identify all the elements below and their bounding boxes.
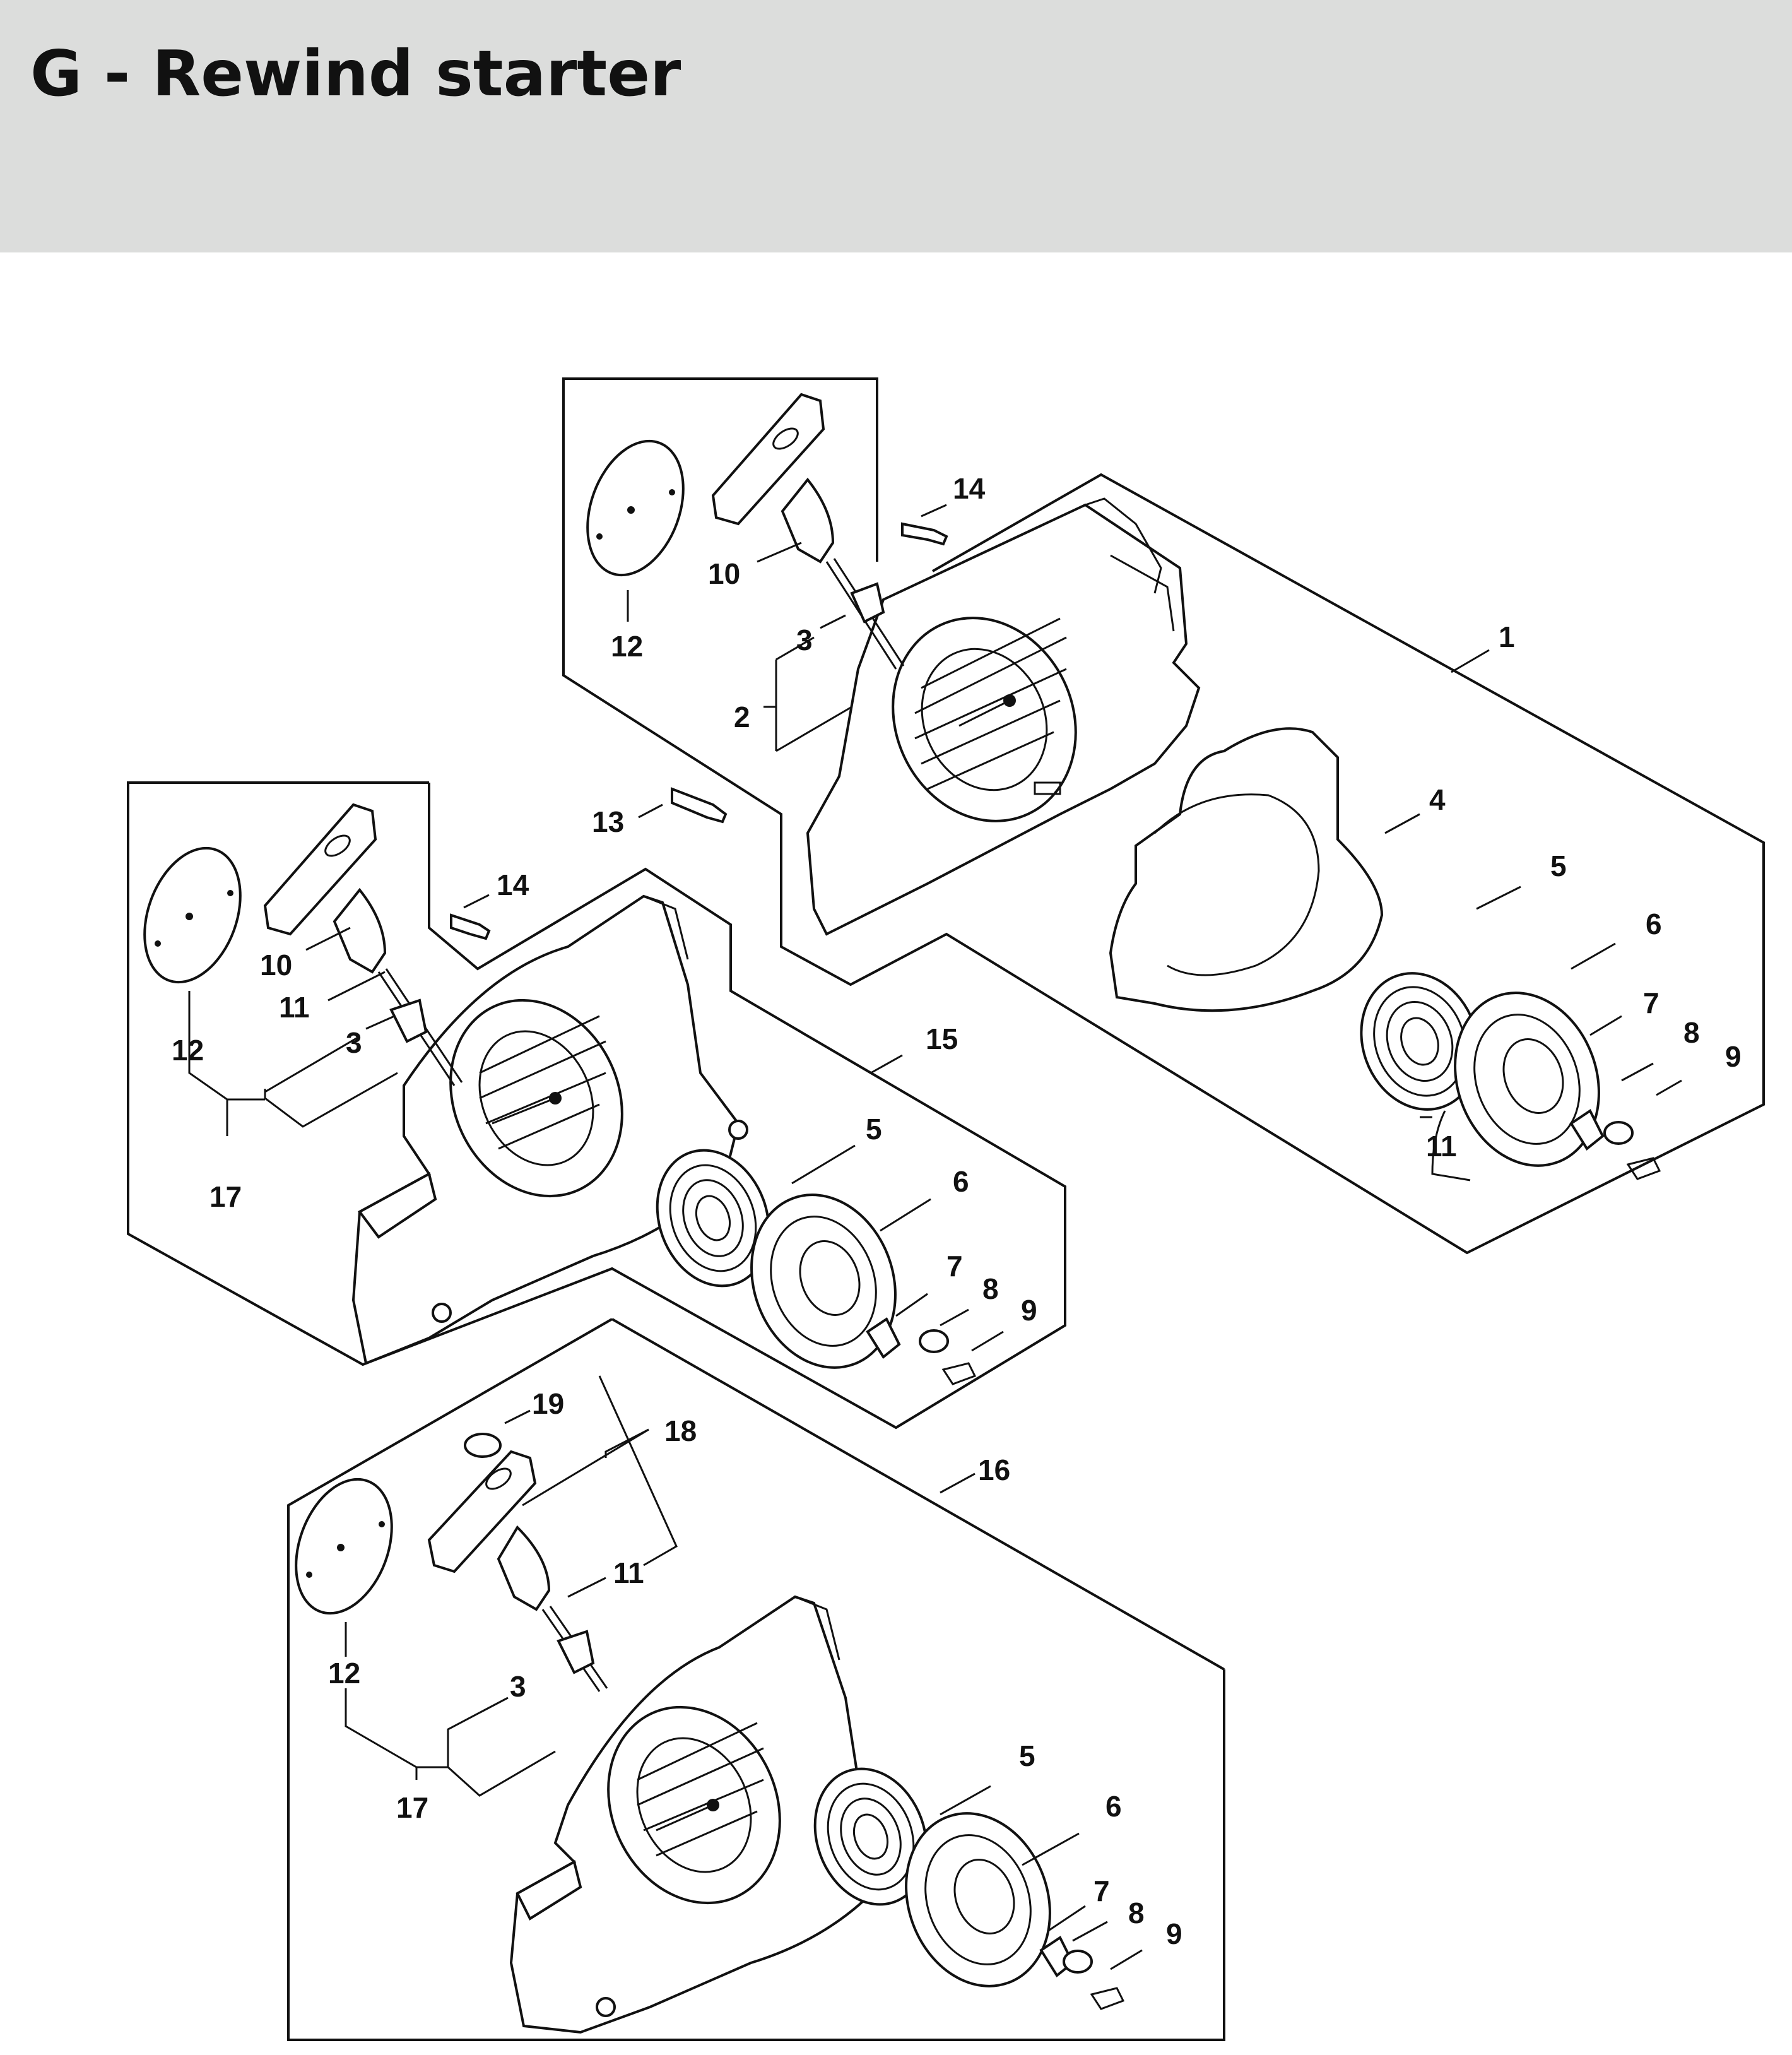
callout-bottom-16: 16 — [978, 1454, 1010, 1486]
bottom-rope-rotor-part6 — [905, 1812, 1051, 1987]
middle-cover-plate — [143, 846, 242, 984]
assembly-top-frame — [562, 377, 1765, 1255]
callout-top-11: 11 — [1426, 1130, 1457, 1163]
middle-washer-part8 — [919, 1329, 949, 1353]
middle-starter-grip — [263, 803, 463, 1086]
callout-top-14: 14 — [953, 472, 986, 505]
middle-screw-13 — [671, 787, 728, 824]
callout-bottom-11: 11 — [613, 1556, 644, 1589]
assembly-middle: 13 14 10 11 12 3 17 15 5 6 7 8 9 — [127, 781, 1066, 1430]
callout-bottom-7: 7 — [1093, 1874, 1110, 1907]
callout-middle-9: 9 — [1021, 1294, 1037, 1327]
bottom-rope-guide-bushing — [557, 1630, 595, 1674]
fan-cover-part4 — [1109, 727, 1384, 1012]
bottom-cover-plate — [295, 1478, 393, 1615]
callout-middle-8: 8 — [982, 1272, 999, 1305]
callout-top-10: 10 — [708, 557, 740, 590]
callout-bottom-9: 9 — [1166, 1917, 1182, 1950]
assembly-top-labels: 14 10 12 3 2 1 4 5 6 7 8 9 11 — [611, 472, 1742, 1163]
assembly-middle-frame — [127, 781, 1066, 1430]
page-header: G - Rewind starter — [0, 0, 1792, 252]
callout-middle-12: 12 — [172, 1034, 204, 1067]
callout-bottom-6: 6 — [1105, 1790, 1122, 1823]
callout-middle-17: 17 — [209, 1180, 242, 1213]
assembly-bottom: 19 18 16 11 12 3 17 5 6 7 8 9 — [287, 1318, 1225, 2041]
callout-top-5: 5 — [1550, 850, 1567, 882]
washer-part8 — [1603, 1121, 1634, 1145]
callout-middle-5: 5 — [866, 1113, 882, 1146]
callout-bottom-18: 18 — [664, 1414, 697, 1447]
bottom-spring-clip-part9 — [1090, 1987, 1125, 2010]
pawl-part7 — [1569, 1109, 1605, 1151]
callout-middle-14: 14 — [497, 868, 529, 901]
middle-rope-rotor-part6 — [750, 1193, 897, 1369]
assembly-bottom-labels: 19 18 16 11 12 3 17 5 6 7 8 9 — [328, 1387, 1182, 1950]
spring-clip-part9 — [1626, 1157, 1661, 1180]
page-title: G - Rewind starter — [30, 37, 681, 110]
callout-middle-11: 11 — [279, 991, 310, 1024]
callout-top-7: 7 — [1643, 986, 1659, 1019]
bottom-washer-part8 — [1063, 1950, 1093, 1974]
callout-bottom-12: 12 — [328, 1657, 360, 1690]
callout-top-1: 1 — [1499, 620, 1515, 653]
callout-middle-7: 7 — [946, 1250, 963, 1282]
assembly-top: 14 10 12 3 2 1 4 5 6 7 8 9 11 — [562, 377, 1765, 1255]
assembly-top-leaders — [627, 504, 1682, 1118]
assembly-middle-leaders — [188, 803, 1004, 1352]
callout-bottom-17: 17 — [396, 1791, 428, 1824]
assembly-bottom-frame — [287, 1318, 1225, 2041]
callout-top-6: 6 — [1646, 908, 1662, 940]
callout-bottom-3: 3 — [510, 1670, 526, 1703]
callout-middle-15: 15 — [926, 1022, 958, 1055]
rewind-spring-part5 — [1360, 972, 1480, 1111]
callout-middle-10: 10 — [260, 949, 292, 981]
callout-top-4: 4 — [1429, 783, 1446, 816]
callout-top-12: 12 — [611, 630, 643, 663]
middle-housing — [351, 894, 748, 1365]
rope-rotor-part6 — [1431, 992, 1600, 1181]
rope-guide-bushing — [850, 582, 885, 624]
middle-rope-guide-bushing — [389, 998, 428, 1043]
callout-bottom-8: 8 — [1128, 1897, 1145, 1929]
middle-pawl-part7 — [866, 1317, 901, 1359]
bottom-rewind-spring-part5 — [813, 1767, 928, 1906]
starter-cover-housing — [806, 497, 1201, 936]
screw-14 — [901, 522, 948, 546]
bottom-cap-part19 — [464, 1433, 502, 1458]
assembly-middle-labels: 13 14 10 11 12 3 17 15 5 6 7 8 9 — [172, 805, 1037, 1327]
callout-bottom-5: 5 — [1019, 1739, 1035, 1772]
callout-middle-6: 6 — [953, 1165, 969, 1198]
callout-top-3: 3 — [796, 624, 813, 656]
callout-top-8: 8 — [1683, 1016, 1700, 1049]
assembly-bottom-leaders — [345, 1375, 1143, 1970]
callout-bottom-19: 19 — [532, 1387, 564, 1420]
middle-screw-14 — [450, 913, 491, 940]
cover-plate — [586, 439, 685, 577]
callout-middle-3: 3 — [346, 1026, 362, 1059]
bottom-housing — [509, 1595, 906, 2034]
middle-rewind-spring-part5 — [656, 1149, 770, 1288]
callout-top-9: 9 — [1725, 1040, 1742, 1073]
callout-middle-13: 13 — [592, 805, 624, 838]
middle-spring-clip-part9 — [941, 1362, 977, 1385]
callout-top-2: 2 — [734, 701, 750, 733]
